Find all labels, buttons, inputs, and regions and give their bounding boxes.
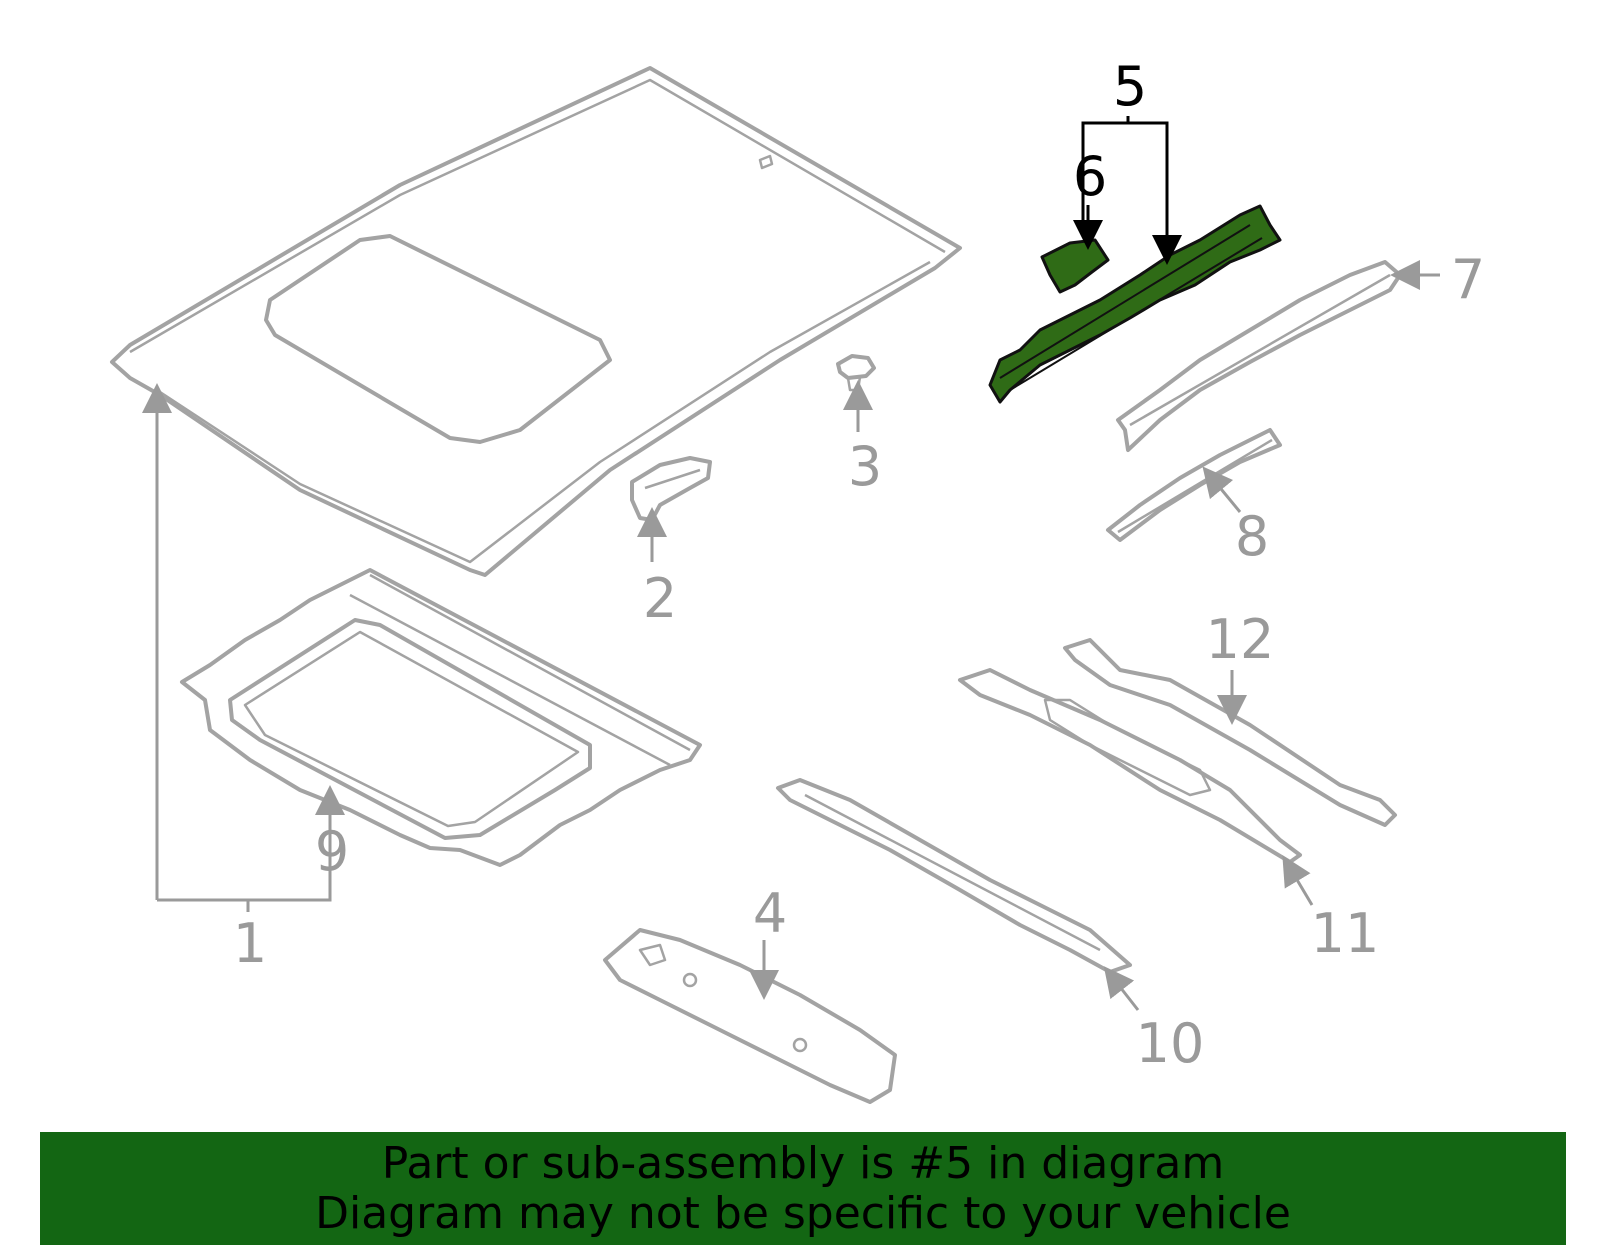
callout-1: 1 xyxy=(233,912,267,975)
callout-11: 11 xyxy=(1311,902,1380,965)
reinforcement-8 xyxy=(1106,428,1282,542)
roof-bow-highlighted xyxy=(988,204,1282,404)
banner-line-1: Part or sub-assembly is #5 in diagram xyxy=(381,1137,1225,1189)
banner-line-2: Diagram may not be specific to your vehi… xyxy=(315,1187,1291,1239)
info-banner: Part or sub-assembly is #5 in diagram Di… xyxy=(40,1132,1566,1245)
panel-4 xyxy=(603,928,897,1104)
callout-9: 9 xyxy=(315,820,349,883)
roof-panel xyxy=(110,66,962,577)
cross-member-11 xyxy=(958,668,1302,864)
callout-10: 10 xyxy=(1136,1012,1205,1075)
bracket-part xyxy=(630,456,712,522)
callout-7: 7 xyxy=(1451,248,1485,311)
callout-4: 4 xyxy=(753,882,787,945)
callout-5: 5 xyxy=(1113,55,1147,118)
callout-8: 8 xyxy=(1235,505,1269,568)
callout-3: 3 xyxy=(848,435,882,498)
bracket-6-highlighted xyxy=(1040,238,1110,294)
callout-12: 12 xyxy=(1206,608,1275,671)
callout-2: 2 xyxy=(643,567,677,630)
roof-rail-7 xyxy=(1116,260,1402,452)
cross-member-10 xyxy=(776,778,1132,974)
leader-lines xyxy=(142,116,1440,1011)
sunroof-frame xyxy=(180,568,702,867)
cross-member-12 xyxy=(1063,638,1397,827)
clip-part xyxy=(836,354,876,392)
callout-6: 6 xyxy=(1073,145,1107,208)
